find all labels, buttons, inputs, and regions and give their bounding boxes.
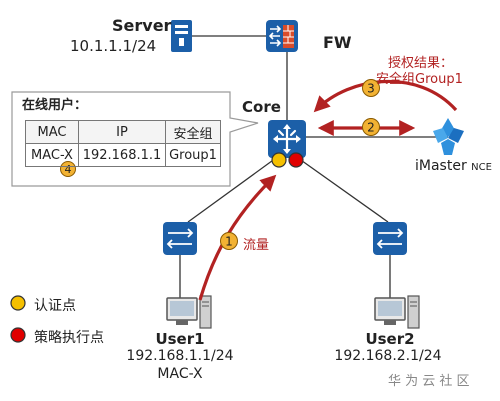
step-1: 1 — [220, 232, 238, 250]
auth-point-dot — [271, 152, 287, 168]
step-1-number: 1 — [225, 235, 233, 249]
legend-auth-point: 认证点 — [34, 298, 76, 314]
cell-security-group: Group1 — [165, 143, 221, 167]
step-3-label-line1: 授权结果： — [388, 56, 454, 71]
flow-arrows — [198, 79, 458, 301]
core-switch-icon — [268, 120, 306, 158]
step-2: 2 — [362, 118, 380, 136]
server-ip: 10.1.1.1/24 — [70, 37, 157, 55]
step-3-number: 3 — [367, 82, 375, 96]
step-4-number: 4 — [65, 163, 72, 176]
user1-mac: MAC-X — [157, 366, 203, 382]
column-header-mac: MAC — [25, 120, 79, 144]
core-name: Core — [242, 98, 281, 116]
access-switch-2-icon — [373, 222, 407, 255]
watermark: 华 为 云 社 区 — [388, 374, 470, 389]
legend-policy-dot — [10, 327, 26, 343]
user2-pc-icon — [374, 295, 420, 329]
server-icon — [171, 20, 192, 52]
column-header-security-group: 安全组 — [165, 120, 221, 144]
fw-name: FW — [323, 33, 352, 52]
user2-ip: 192.168.2.1/24 — [334, 348, 442, 364]
imaster-nce-icon — [433, 118, 464, 155]
nce-label: iMaster NCE — [415, 158, 492, 174]
user2-name: User2 — [365, 330, 415, 348]
cell-ip: 192.168.1.1 — [78, 143, 166, 167]
step-1-label: 流量 — [243, 238, 270, 253]
nce-suffix: NCE — [471, 162, 492, 173]
link-core-sw1 — [187, 157, 277, 223]
legend-auth-dot — [10, 295, 26, 311]
column-header-ip: IP — [78, 120, 166, 144]
firewall-icon — [266, 20, 298, 52]
online-users-title: 在线用户： — [22, 98, 88, 113]
user1-name: User1 — [155, 330, 205, 348]
user1-pc-icon — [166, 295, 212, 329]
legend-policy-point: 策略执行点 — [34, 330, 104, 346]
links — [179, 35, 448, 298]
cell-mac: MAC-X — [25, 143, 79, 167]
policy-point-dot — [288, 152, 304, 168]
access-switch-1-icon — [163, 222, 197, 255]
table-row: MAC-X 192.168.1.1 Group1 — [25, 143, 221, 167]
server-name: Server — [112, 16, 172, 35]
online-users-table: MAC IP 安全组 MAC-X 192.168.1.1 Group1 — [25, 120, 221, 167]
step-3: 3 — [362, 79, 380, 97]
nce-name: iMaster — [415, 158, 467, 174]
step-2-number: 2 — [367, 121, 375, 135]
arrow-authorization — [313, 79, 458, 113]
table-header-row: MAC IP 安全组 — [25, 120, 221, 144]
link-core-sw2 — [297, 157, 389, 223]
online-users-panel: 在线用户： MAC IP 安全组 MAC-X 192.168.1.1 Group… — [8, 91, 236, 185]
step-3-label-line2: 安全组Group1 — [376, 72, 463, 87]
user1-ip: 192.168.1.1/24 — [126, 348, 234, 364]
